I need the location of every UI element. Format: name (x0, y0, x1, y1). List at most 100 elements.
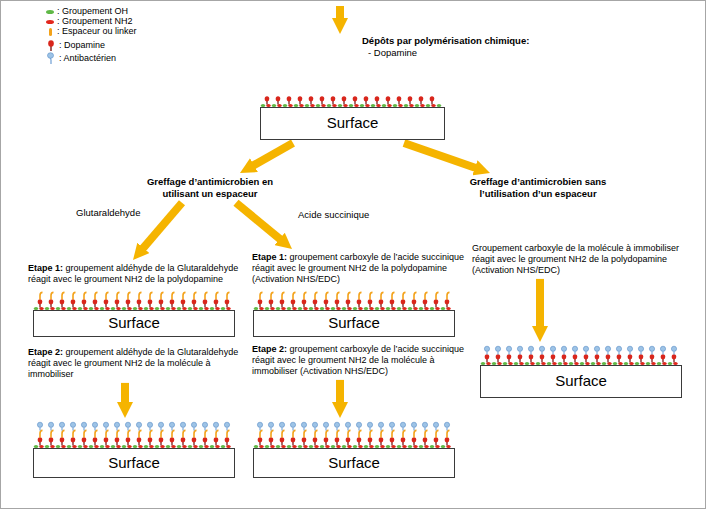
step-label: Etape 1: (252, 252, 287, 262)
spacer-linker (62, 430, 65, 437)
spacer-linker (183, 292, 186, 299)
dopamine-head (71, 299, 76, 304)
process-arrow (336, 380, 344, 406)
surface-box: Etape 1: groupement aldéhyde de la Gluta… (28, 263, 243, 337)
dopamine-head (342, 96, 347, 101)
dopamine-head (291, 299, 296, 304)
dopamine-head (551, 354, 556, 359)
spacer-linker (337, 292, 340, 299)
dopamine-head (324, 299, 329, 304)
antibacterial-stem (391, 427, 392, 430)
antibacterial-head (594, 346, 599, 351)
antibacterial-head (301, 422, 306, 427)
molecule-layer (254, 292, 451, 310)
legend-swatch (49, 28, 52, 36)
dopamine-head (357, 299, 362, 304)
antibacterial-stem (486, 351, 487, 354)
spacer-linker (348, 292, 351, 299)
antibacterial-head (572, 346, 577, 351)
antibacterial-head (433, 422, 438, 427)
antibacterial-stem (358, 427, 359, 430)
antibacterial-head (312, 422, 317, 427)
antibacterial-head (649, 346, 654, 351)
spacer-linker (117, 430, 120, 437)
dopamine-head (258, 437, 263, 442)
dopamine-head (353, 96, 358, 101)
antibacterial-stem (402, 427, 403, 430)
antibacterial-stem (629, 351, 630, 354)
antibacterial-head (444, 422, 449, 427)
antibacterial-stem (640, 351, 641, 354)
antibacterial-stem (596, 351, 597, 354)
dopamine-head (126, 437, 131, 442)
antibacterial-head (136, 422, 141, 427)
step-label: Etape 2: (28, 347, 63, 357)
spacer-linker (414, 292, 417, 299)
antibacterial-stem (574, 351, 575, 354)
dopamine-head (192, 299, 197, 304)
dopamine-head (331, 96, 336, 101)
antibacterial-head (411, 422, 416, 427)
antibacterial-stem (160, 427, 161, 430)
antibacterial-head (202, 422, 207, 427)
molecule-layer (34, 292, 231, 310)
dopamine-head (104, 299, 109, 304)
surface-box: Etape 1: groupement carboxyle de l’acide… (252, 252, 474, 337)
antibacterial-head (605, 346, 610, 351)
dopamine-head (170, 437, 175, 442)
spacer-linker (205, 430, 208, 437)
spacer-linker (447, 430, 450, 437)
antibacterial-stem (281, 427, 282, 430)
antibacterial-stem (541, 351, 542, 354)
antibacterial-head (356, 422, 361, 427)
spacer-linker (139, 430, 142, 437)
dopamine-head (214, 299, 219, 304)
dopamine-head (357, 437, 362, 442)
dopamine-head (291, 437, 296, 442)
molecule-layer (261, 96, 441, 107)
spacer-linker (216, 430, 219, 437)
spacer-linker (381, 292, 384, 299)
dopamine-head (401, 437, 406, 442)
dopamine-head (672, 354, 677, 359)
spacer-linker (403, 292, 406, 299)
antibacterial-stem (424, 427, 425, 430)
antibacterial-head (616, 346, 621, 351)
surface-outline: Surface (480, 365, 682, 398)
dopamine-head (434, 437, 439, 442)
antibacterial-stem (303, 427, 304, 430)
dopamine-head (540, 354, 545, 359)
antibacterial-head (367, 422, 372, 427)
spacer-linker (403, 430, 406, 437)
dopamine-head (181, 299, 186, 304)
spacer-linker (84, 430, 87, 437)
antibacterial-icon (46, 52, 56, 65)
dopamine-head (225, 299, 230, 304)
antibacterial-stem (204, 427, 205, 430)
surface-box: Surface (253, 421, 455, 478)
dopamine-head (302, 299, 307, 304)
description-text: Groupement carboxyle de la molécule à im… (472, 243, 697, 276)
dopamine-head (346, 299, 351, 304)
dopamine-icon (46, 39, 56, 52)
dopamine-head (606, 354, 611, 359)
dopamine-head (408, 96, 413, 101)
dopamine-head (390, 299, 395, 304)
spacer-linker (315, 430, 318, 437)
dopamine-head (412, 437, 417, 442)
spacer-linker (117, 292, 120, 299)
note-text: - Dopamine (368, 47, 417, 58)
dopamine-head (181, 437, 186, 442)
dopamine-head (49, 437, 54, 442)
antibacterial-stem (61, 427, 62, 430)
legend-swatch (46, 20, 54, 24)
spacer-linker (194, 292, 197, 299)
antibacterial-head (48, 422, 53, 427)
antibacterial-head (345, 422, 350, 427)
antibacterial-head (257, 422, 262, 427)
spacer-linker (425, 430, 428, 437)
antibacterial-stem (508, 351, 509, 354)
dopamine-head (82, 437, 87, 442)
layer-space (253, 421, 455, 448)
